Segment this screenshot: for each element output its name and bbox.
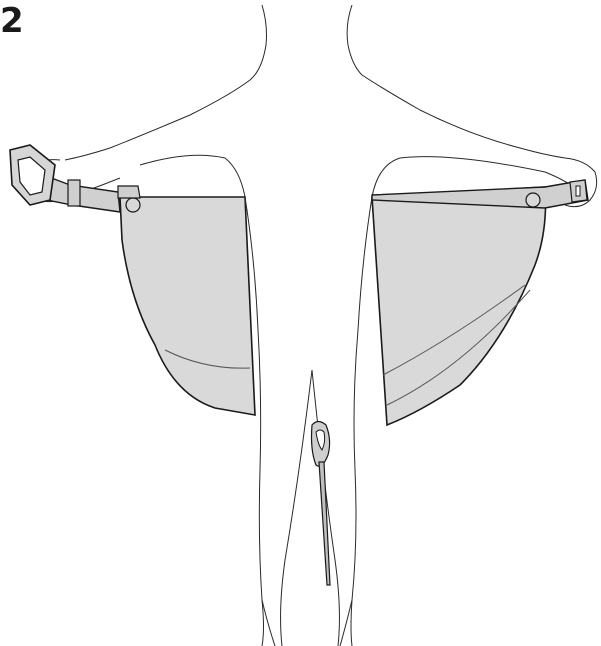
harness-buckle bbox=[312, 422, 330, 467]
left-strap-keeper bbox=[68, 180, 80, 206]
right-panel bbox=[372, 187, 546, 425]
left-strap-clip bbox=[118, 186, 140, 198]
left-snap-button bbox=[126, 198, 140, 212]
person-outline bbox=[26, 5, 597, 646]
right-snap-button bbox=[526, 193, 540, 207]
left-panel bbox=[120, 197, 255, 415]
center-strap bbox=[319, 462, 330, 585]
